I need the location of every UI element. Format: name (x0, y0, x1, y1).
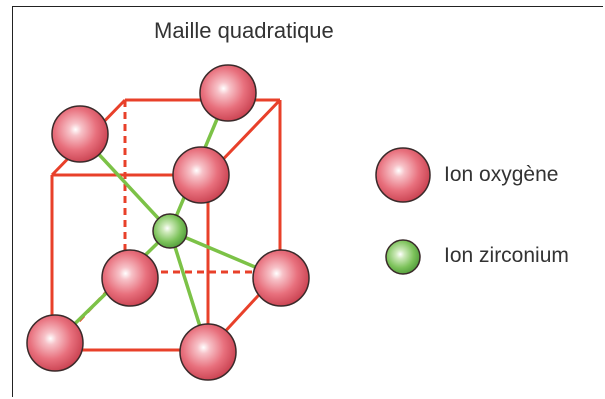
oxygen-ion (172, 146, 230, 204)
oxygen-ion (199, 64, 257, 122)
legend-symbols (375, 147, 431, 275)
ions (26, 64, 310, 381)
oxygen-ion (252, 249, 310, 307)
legend-zirconium-label: Ion zirconium (444, 244, 569, 267)
legend-oxygen-label: Ion oxygène (444, 163, 559, 186)
oxygen-ion (26, 314, 84, 372)
zirconium-ion (152, 213, 188, 249)
oxygen-ion (51, 105, 109, 163)
legend-zirconium-icon (385, 239, 421, 275)
legend-oxygen-icon (375, 147, 431, 203)
figure-frame (12, 6, 603, 397)
oxygen-ion (101, 249, 159, 307)
diagram-title: Maille quadratique (154, 18, 334, 43)
oxygen-ion (179, 323, 237, 381)
